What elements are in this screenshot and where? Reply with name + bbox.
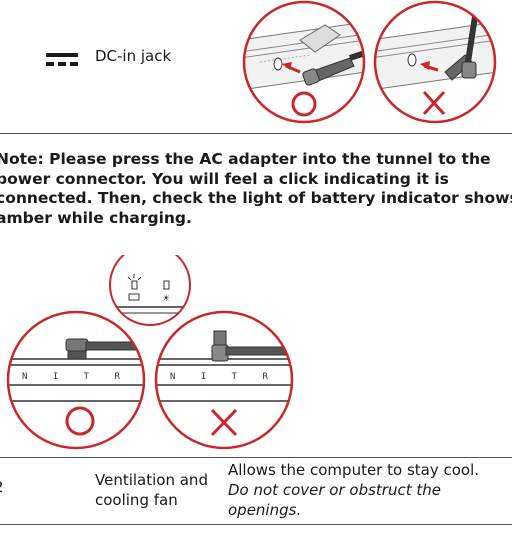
correct-insertion-circle <box>244 2 364 122</box>
incorrect-position-circle: N I T R O <box>156 312 309 448</box>
feature-name-line: cooling fan <box>95 491 178 509</box>
table-row-number: 2 <box>0 478 4 496</box>
correct-position-circle: N I T R O <box>8 312 161 448</box>
charging-note: Note: Please press the AC adapter into t… <box>0 150 512 228</box>
feature-name: Ventilation and cooling fan <box>95 470 225 510</box>
plug-position-illustration: ☀ N I T R O N I T R O <box>6 255 309 450</box>
incorrect-mark-icon <box>210 408 238 437</box>
feature-name-line: Ventilation and <box>95 471 208 489</box>
brand-text-right: N I T R O <box>170 372 309 382</box>
dc-plug-insertion-illustration <box>242 0 497 124</box>
description-note-line: openings. <box>228 501 302 519</box>
incorrect-insertion-circle <box>375 2 495 122</box>
note-line: Note: Please press the AC adapter into t… <box>0 150 491 168</box>
correct-mark-icon <box>65 406 95 436</box>
note-line: connected. Then, check the light of batt… <box>0 189 512 207</box>
note-line: power connector. You will feel a click i… <box>0 169 449 188</box>
feature-description: Allows the computer to stay cool. Do not… <box>228 460 512 520</box>
dc-symbol-icon <box>46 53 78 66</box>
divider-top <box>0 133 512 134</box>
correct-mark-icon <box>291 91 317 117</box>
divider-table-bottom <box>0 524 512 525</box>
brand-text-left: N I T R O <box>22 372 161 382</box>
note-line: amber while charging. <box>0 208 192 227</box>
description-text: Allows the computer to stay cool. <box>228 461 480 479</box>
svg-text:☀: ☀ <box>162 294 170 304</box>
battery-indicator-circle: ☀ <box>110 255 190 325</box>
divider-table-top <box>0 457 512 458</box>
dc-jack-label: DC-in jack <box>95 47 172 65</box>
incorrect-mark-icon <box>422 90 446 116</box>
description-note-line: Do not cover or obstruct the <box>228 481 441 499</box>
